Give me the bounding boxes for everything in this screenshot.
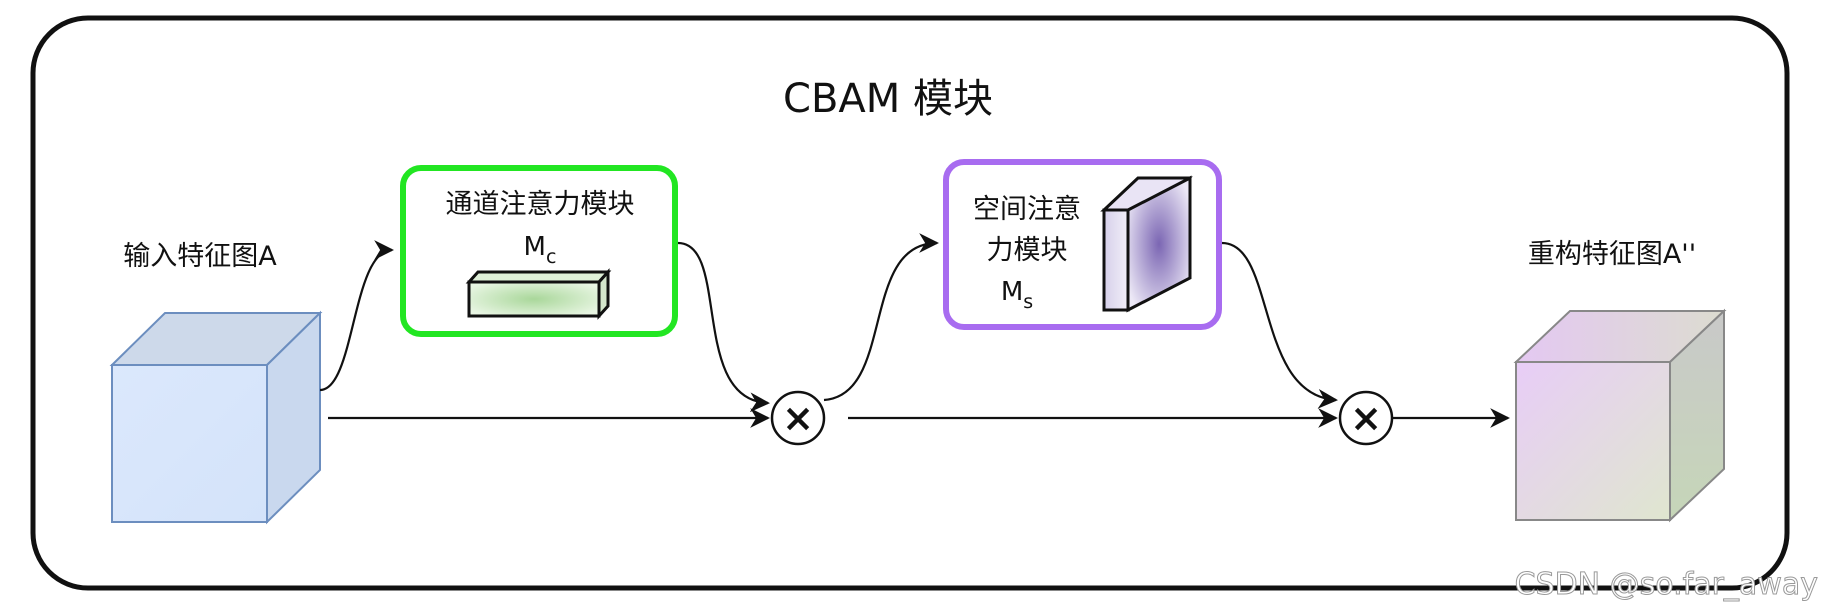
spatial-attention-label-line1: 空间注意 <box>973 194 1081 225</box>
spatial-attention-map-icon <box>1100 175 1193 313</box>
cbam-frame <box>30 15 1790 591</box>
output-feature-cube <box>1513 308 1727 523</box>
watermark: CSDN @so.far_away <box>1515 567 1818 602</box>
spatial-attention-label-line2: 力模块 <box>987 235 1068 266</box>
svg-text:×: × <box>782 396 814 440</box>
multiply-operator-1: × <box>770 390 826 446</box>
connectors <box>319 233 1510 428</box>
arrow-channel-to-multiply-1 <box>677 241 770 413</box>
svg-text:×: × <box>1350 396 1382 440</box>
channel-attention-symbol: Mc <box>524 232 557 268</box>
input-feature-cube <box>109 310 323 525</box>
arrow-multiply-1-to-spatial <box>823 233 939 402</box>
spatial-attention-symbol: Ms <box>1001 277 1033 313</box>
channel-attention-vector-icon <box>465 268 612 320</box>
channel-attention-label: 通道注意力模块 <box>446 189 635 220</box>
output-label: 重构特征图A'' <box>1528 239 1696 270</box>
arrow-input-to-channel <box>319 240 394 392</box>
arrow-spatial-to-multiply-2 <box>1221 241 1338 409</box>
multiply-operator-2: × <box>1338 390 1394 446</box>
diagram-title: CBAM 模块 <box>783 76 993 122</box>
input-label: 输入特征图A <box>123 241 277 272</box>
